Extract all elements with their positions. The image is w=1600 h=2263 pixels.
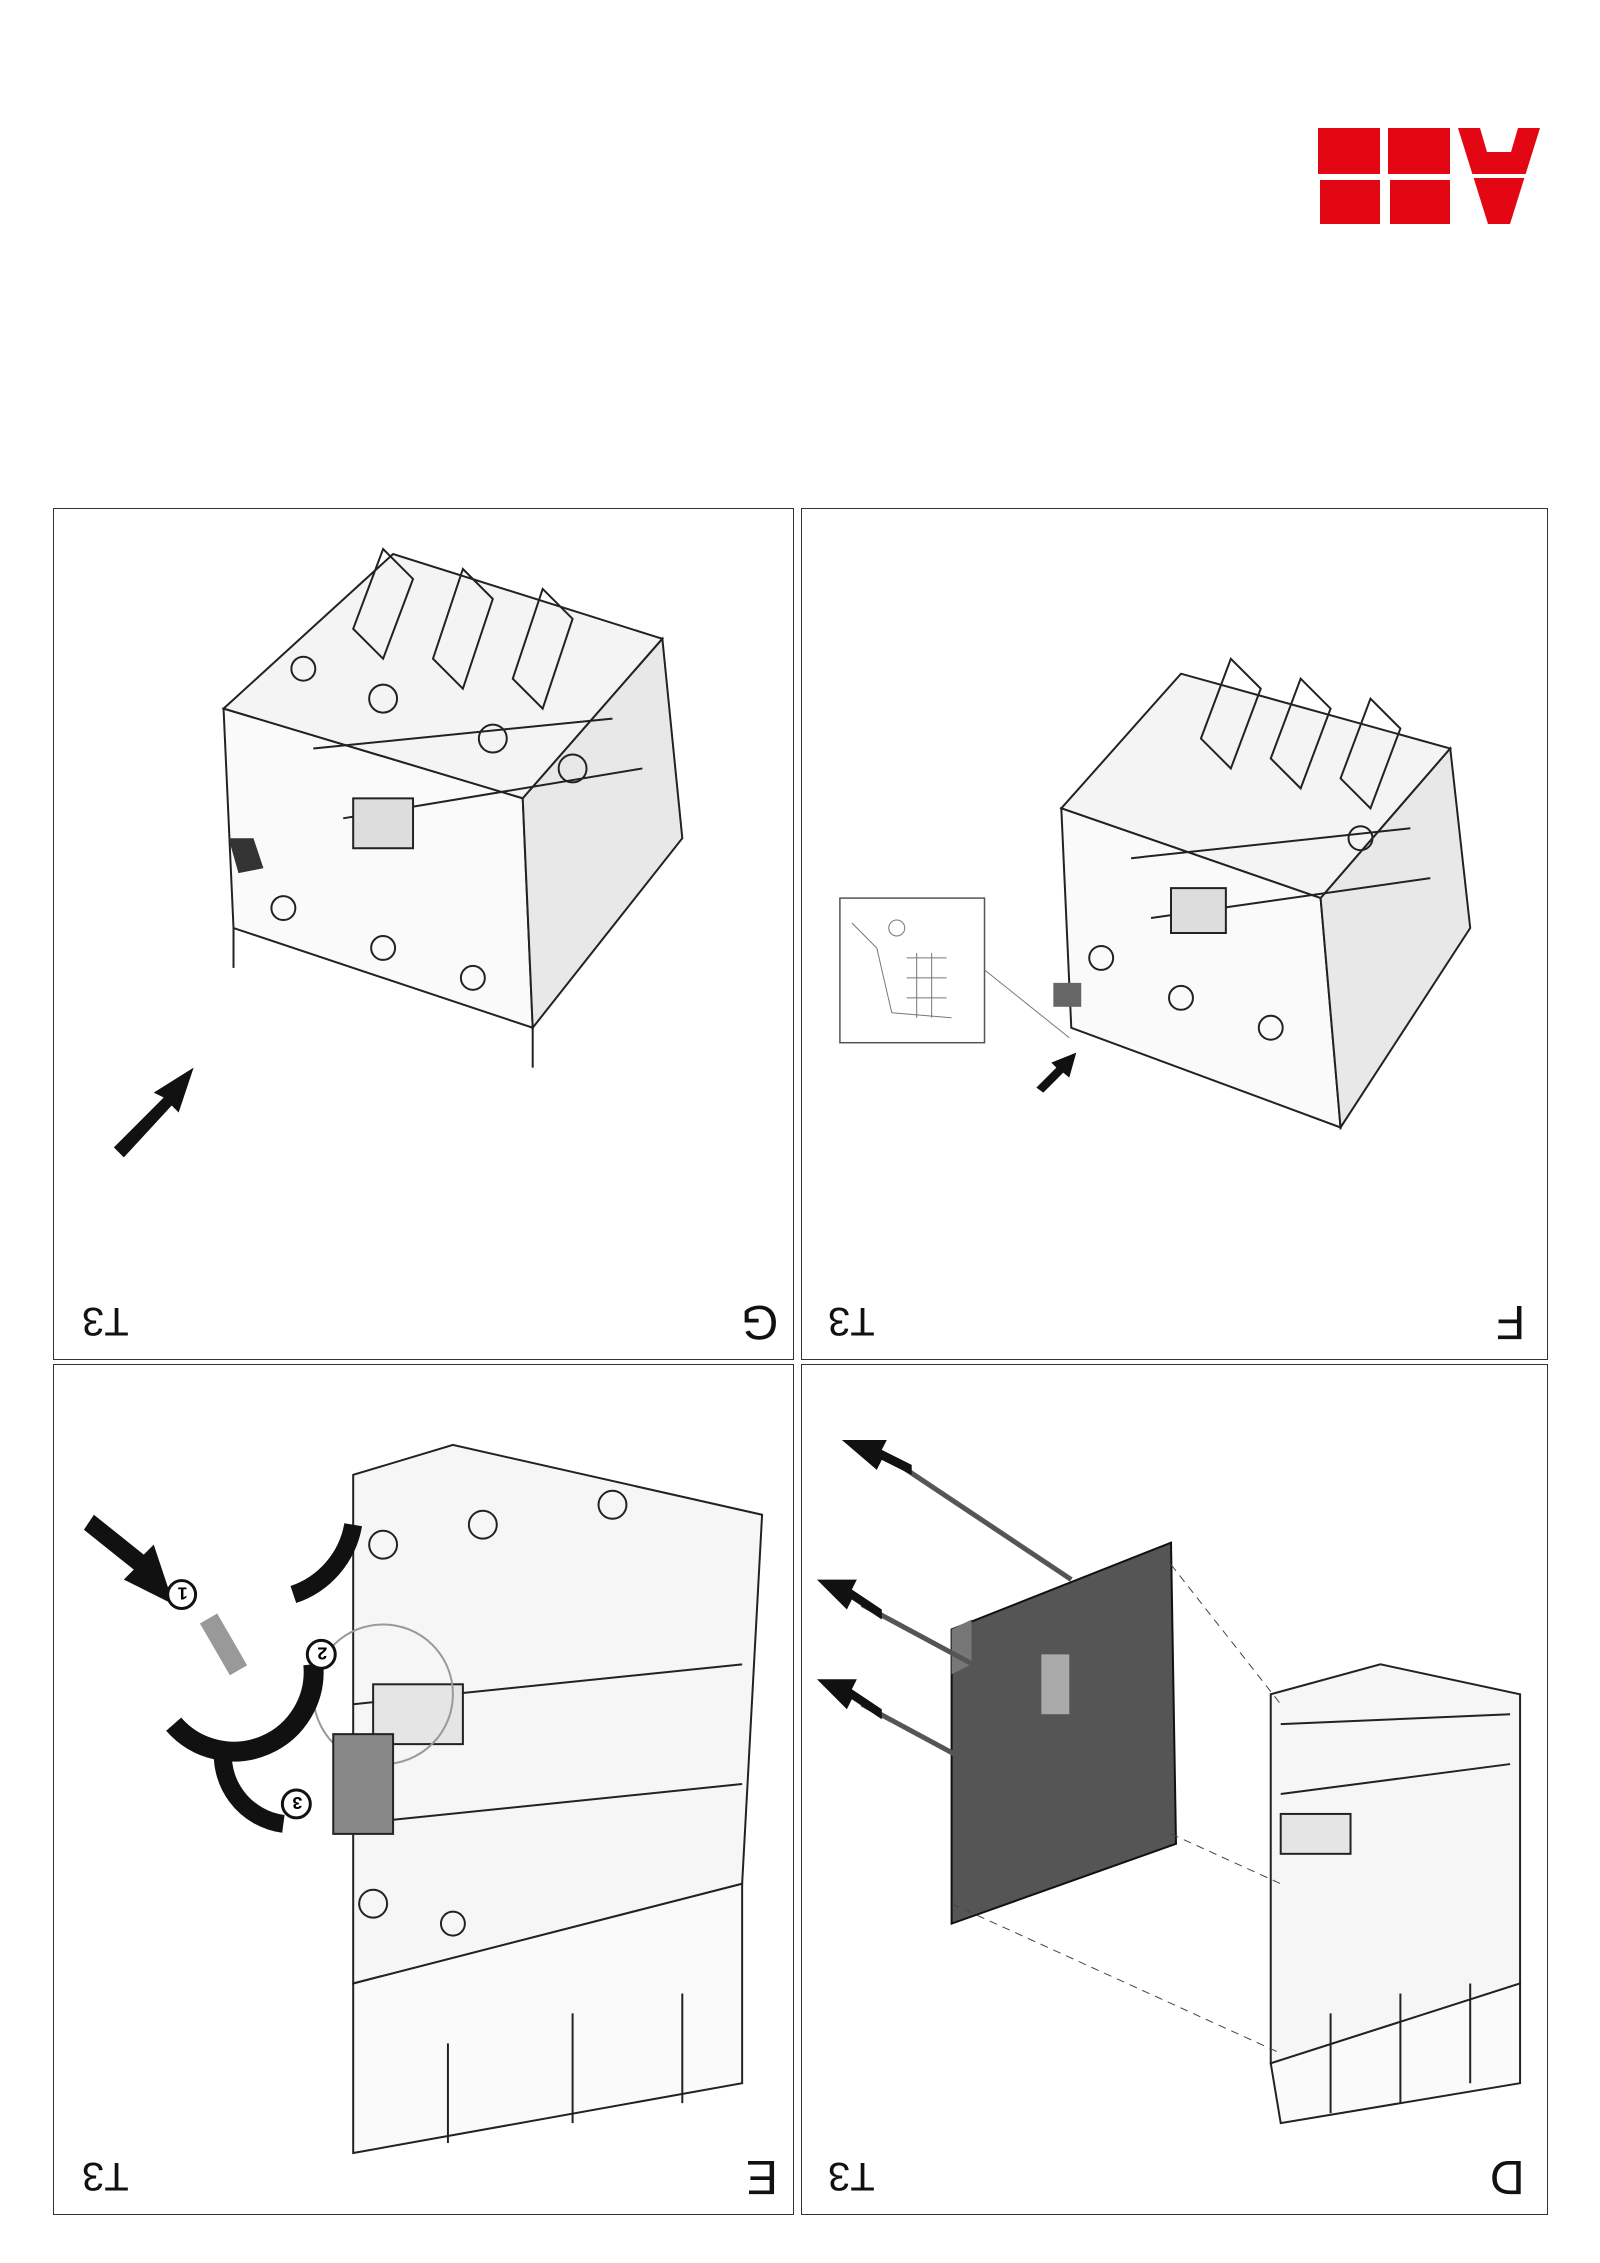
breaker-illustration-e: 1 2 3 (83, 1443, 764, 2155)
model-label: T3 (828, 1299, 875, 1343)
panel-step-g: G T3 (53, 508, 794, 1360)
model-label: T3 (82, 2154, 129, 2198)
panel-step-f: F T3 (801, 508, 1548, 1360)
model-label: T3 (82, 1299, 129, 1343)
step-letter: E (745, 2150, 778, 2203)
panel-step-e: 1 2 3 E T3 (53, 1364, 794, 2215)
callout-1: 1 (178, 1584, 188, 1604)
abb-logo (1310, 128, 1550, 224)
step-letter: D (1490, 2150, 1525, 2203)
step-letter: F (1495, 1295, 1525, 1348)
model-label: T3 (828, 2154, 875, 2198)
breaker-illustration-f (839, 656, 1472, 1131)
panel-step-d: D T3 (801, 1364, 1548, 2215)
callout-3: 3 (292, 1793, 302, 1813)
breaker-illustration-d (816, 1439, 1522, 2125)
breaker-illustration-g (113, 547, 684, 1158)
callout-2: 2 (317, 1643, 327, 1663)
step-letter: G (740, 1295, 778, 1348)
